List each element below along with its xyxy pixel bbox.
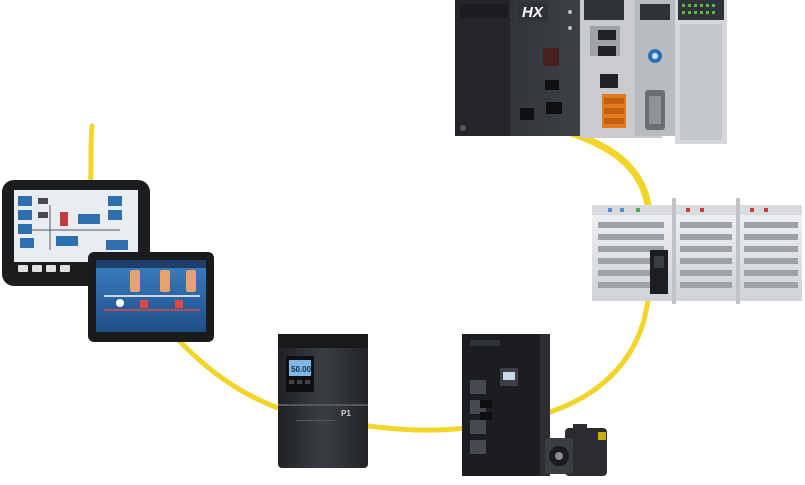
cable-io-to-servo [547, 297, 651, 415]
remote-io-module [592, 198, 802, 304]
inverter-display-value: 50.00 [291, 365, 312, 374]
hmi-schematic [18, 196, 128, 250]
hmi-tank-graphics [104, 270, 200, 311]
inverter-model-label: P1 [341, 409, 351, 418]
plc-brand-mark: HX [522, 4, 544, 21]
servo-motor [545, 424, 607, 476]
cable-servo-to-inverter [365, 423, 468, 433]
hmi-panel-front [88, 252, 214, 342]
servo-drive [462, 334, 550, 476]
inverter-drive: 50.00 P1 [278, 334, 368, 468]
plc-controller: HX [455, 0, 727, 144]
